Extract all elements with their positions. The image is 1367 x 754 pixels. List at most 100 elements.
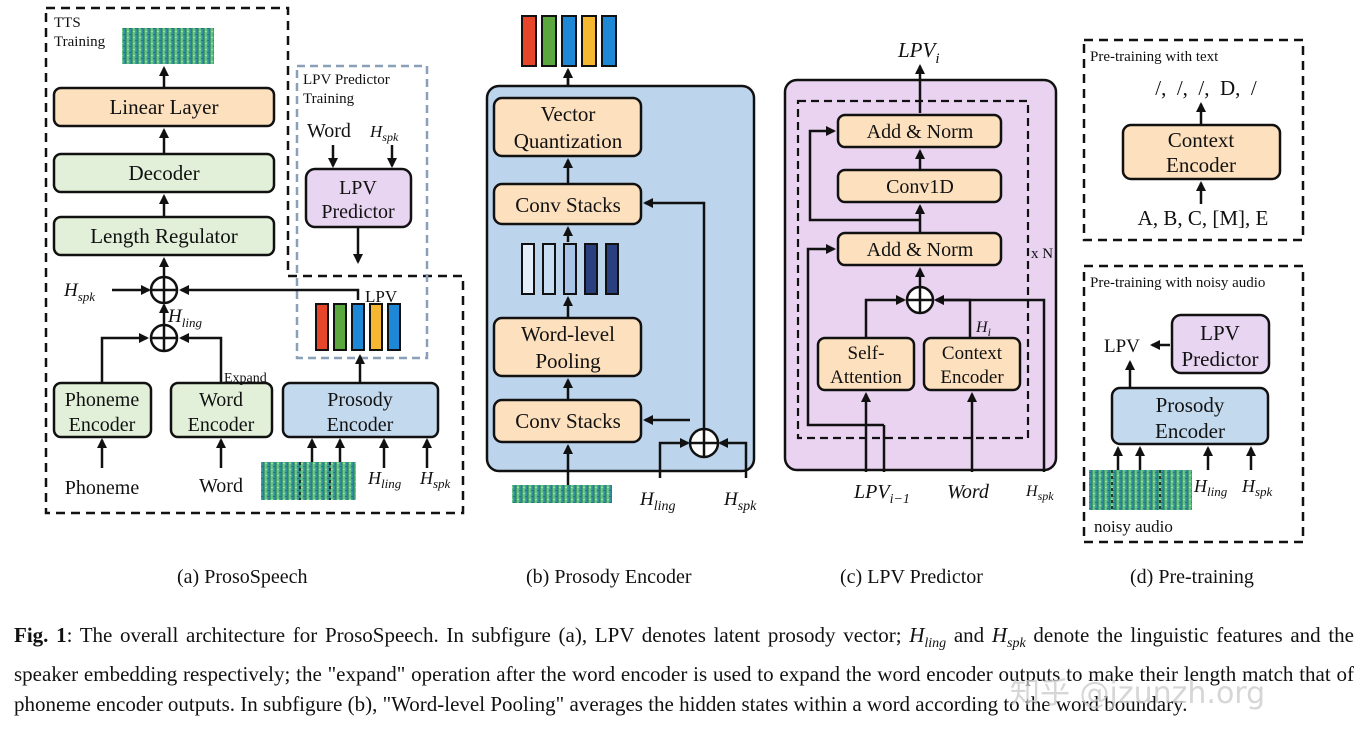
pooling-label-1: Word-level: [521, 322, 615, 346]
linear-layer-label: Linear Layer: [109, 95, 218, 119]
vq-bars-b-bar: [561, 15, 577, 67]
lpv-bars-a-bar: [315, 303, 329, 351]
panel-d: Pre-training with text /, /, /, D, / Con…: [1082, 38, 1305, 544]
phoneme-encoder-label-2: Encoder: [69, 414, 136, 436]
word-encoder-label-1: Word: [199, 389, 243, 411]
vq-bars-b-bar: [601, 15, 617, 67]
lpv-predictor-d-label-2: Predictor: [1182, 347, 1259, 371]
vq-bars-b-bar: [521, 15, 537, 67]
vq-label-2: Quantization: [514, 129, 623, 153]
h-spk-label-b: Hspk: [723, 489, 757, 514]
self-attention-label-2: Attention: [830, 367, 902, 388]
vector-quantization-box: [492, 96, 643, 158]
h-ling-input-a: Hling: [367, 468, 402, 491]
caption-h-ling: Hling: [909, 623, 947, 652]
h-spk-input-a: Hspk: [419, 468, 451, 491]
caption-part2: denote the linguistic features and the s…: [14, 623, 1354, 717]
context-encoder-d-label-2: Encoder: [1166, 153, 1236, 177]
h-ling-label-b: Hling: [639, 489, 676, 514]
lpv-label-d: LPV: [1104, 336, 1140, 357]
tts-training-outline: [44, 6, 465, 515]
add-norm-top-box: [836, 113, 1003, 149]
add-norm-bottom-box: [836, 231, 1003, 267]
lpv-word-label: Word: [307, 120, 351, 142]
word-level-pooling-box: [492, 316, 643, 378]
conv1d-label: Conv1D: [886, 176, 954, 198]
self-attention-box: [816, 336, 916, 392]
phoneme-encoder-label-1: Phoneme: [65, 389, 140, 411]
context-encoder-box-c: [922, 336, 1022, 392]
lpv-training-label-2: Training: [303, 91, 355, 107]
h-i-label: Hi: [975, 319, 991, 339]
context-encoder-box-d: [1121, 123, 1282, 181]
subcaption-a: (a) ProsoSpeech: [177, 566, 308, 588]
vq-bars-b-bar: [581, 15, 597, 67]
prosody-encoder-d-label-2: Encoder: [1155, 419, 1225, 443]
architecture-figure: TTS Training Linear Layer Decoder Length…: [44, 6, 1305, 544]
lpv-hspk-label: Hspk: [369, 122, 399, 144]
fig-label: Fig. 1: [14, 623, 67, 647]
decoder-label: Decoder: [128, 161, 199, 185]
pretrain-audio-title: Pre-training with noisy audio: [1090, 275, 1265, 291]
lpv-predictor-a-label-1: LPV: [339, 177, 377, 199]
lpv-predictor-d-label-1: LPV: [1200, 321, 1240, 345]
spectrogram-input-b: [512, 485, 612, 503]
lpv-prev-label: LPVi−1: [853, 481, 910, 507]
h-ling-label-a: Hling: [167, 306, 202, 330]
tts-label-2: Training: [54, 34, 106, 50]
caption-part1: : The overall architecture for ProsoSpee…: [66, 623, 910, 647]
expand-label: Expand: [224, 371, 267, 386]
mel-spectrogram-image: [122, 28, 214, 64]
lpv-bars-a-bar: [369, 303, 383, 351]
hidden-state-bars: [521, 243, 619, 295]
lpv-bars-a-bar: [387, 303, 401, 351]
prosody-encoder-box-d: [1110, 386, 1270, 446]
add-norm-bottom-label: Add & Norm: [867, 239, 974, 261]
lpv-label-a: LPV: [365, 287, 398, 306]
hidden-bars-b-bar: [521, 243, 535, 295]
pretrain-audio-outline: [1082, 264, 1305, 544]
noisy-audio-image: [1089, 470, 1192, 510]
figure-caption: Fig. 1: The overall architecture for Pro…: [14, 620, 1354, 719]
panel-c: LPVi x N Add & Norm Conv1D Add & Norm: [783, 38, 1058, 507]
output-tokens: /, /, /, D, /: [1155, 76, 1257, 100]
add-norm-top-label: Add & Norm: [867, 121, 974, 143]
h-spk-label-a: Hspk: [63, 280, 95, 304]
input-tokens: A, B, C, [M], E: [1138, 206, 1269, 230]
pooling-label-2: Pooling: [535, 349, 601, 373]
lpv-training-label-1: LPV Predictor: [303, 72, 390, 88]
caption-and: and: [946, 623, 992, 647]
hidden-bars-b-bar: [584, 243, 598, 295]
prosody-encoder-a-label-1: Prosody: [327, 389, 393, 411]
self-attention-label-1: Self-: [848, 343, 885, 364]
conv1d-box: [836, 168, 1003, 204]
subcaption-c: (c) LPV Predictor: [840, 566, 983, 588]
hidden-bars-b-bar: [542, 243, 556, 295]
conv-stacks-top-label: Conv Stacks: [515, 193, 621, 217]
spectrogram-input-a: [261, 462, 356, 500]
phoneme-input-label: Phoneme: [65, 477, 140, 499]
vq-bars-b-bar: [541, 15, 557, 67]
tts-label-1: TTS: [54, 15, 81, 31]
conv-stacks-bottom-box: [492, 398, 643, 444]
vq-label-1: Vector: [541, 102, 596, 126]
hidden-bars-b-bar: [563, 243, 577, 295]
conv-stacks-top-box: [492, 182, 643, 226]
context-encoder-c-label-1: Context: [942, 343, 1003, 364]
watermark: 知乎 @jzunzh.org: [1010, 676, 1266, 711]
pretrain-text-outline: [1082, 38, 1305, 242]
h-ling-label-d: Hling: [1193, 476, 1228, 499]
lpv-bars-a-bar: [333, 303, 347, 351]
word-encoder-label-2: Encoder: [188, 414, 255, 436]
context-encoder-c-label-2: Encoder: [940, 367, 1004, 388]
lpv-bars-a-bar: [351, 303, 365, 351]
subcaption-b: (b) Prosody Encoder: [526, 566, 692, 588]
lpv-predictor-box-d: [1170, 313, 1271, 375]
lpv-bars-a: [315, 303, 401, 351]
subcaption-d: (d) Pre-training: [1130, 566, 1254, 588]
pretrain-text-title: Pre-training with text: [1090, 49, 1219, 65]
panel-b: Vector Quantization Conv Stacks Word-lev…: [485, 15, 757, 514]
lpv-predictor-a-label-2: Predictor: [321, 201, 395, 223]
hidden-bars-b-bar: [605, 243, 619, 295]
length-regulator-label: Length Regulator: [90, 224, 238, 248]
